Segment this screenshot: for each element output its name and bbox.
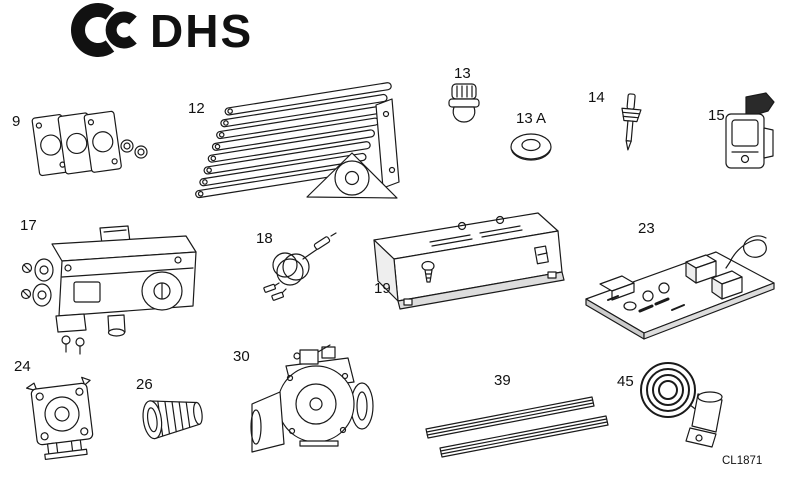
part-label-9: 9 [12, 113, 20, 130]
dhs-logo: DHS [71, 3, 253, 57]
part-label-26: 26 [136, 376, 153, 393]
part-label-14: 14 [588, 89, 605, 106]
drawing-reference-code: CL1871 [722, 455, 762, 467]
part-12-burner-drawing [195, 82, 400, 199]
part-label-23: 23 [638, 220, 655, 237]
part-24-motor-plate-drawing [25, 376, 94, 460]
part-label-39: 39 [494, 372, 511, 389]
part-label-24: 24 [14, 358, 31, 375]
part-39-strips-drawing [425, 396, 609, 458]
part-label-30: 30 [233, 348, 250, 365]
part-label-13a: 13 A [516, 110, 546, 127]
dhs-logo-icon [71, 3, 137, 57]
part-label-19: 19 [374, 280, 391, 297]
part-13-injector-drawing [448, 83, 480, 123]
part-label-13: 13 [454, 65, 471, 82]
part-labels: 9 12 13 13 A 14 15 17 18 19 23 24 26 30 … [12, 65, 725, 393]
part-26-knob-drawing [142, 400, 203, 440]
part-label-12: 12 [188, 100, 205, 117]
part-13a-washer-drawing [510, 133, 552, 161]
part-label-15: 15 [708, 107, 725, 124]
part-label-17: 17 [20, 217, 37, 234]
part-23-pcb-drawing [585, 235, 775, 340]
part-18-thermocouple-drawing [263, 232, 337, 301]
part-17-gas-valve-drawing [20, 225, 197, 355]
part-label-45: 45 [617, 373, 634, 390]
part-30-blower-drawing [250, 344, 374, 453]
part-label-18: 18 [256, 230, 273, 247]
dhs-logo-text: DHS [150, 5, 253, 57]
part-15-igniter-drawing [725, 92, 775, 169]
part-19-bracket-drawing [373, 212, 565, 310]
part-14-electrode-drawing [621, 93, 642, 151]
part-45-coil-sensor-drawing [640, 362, 723, 448]
part-9-gasket-set-drawing [31, 110, 148, 177]
